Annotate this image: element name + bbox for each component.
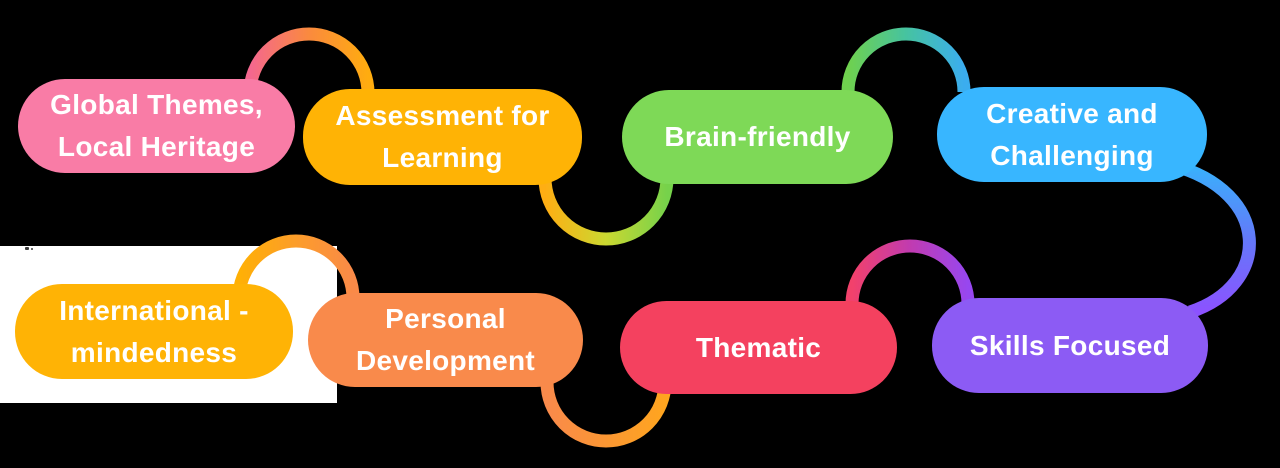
connector-arc-2-3 bbox=[538, 177, 674, 246]
pill-personal-development: Personal Development bbox=[308, 293, 583, 387]
pill-international-mindedness: International - mindedness bbox=[15, 284, 293, 379]
artifact-dot bbox=[25, 247, 29, 250]
pill-thematic: Thematic bbox=[620, 301, 897, 394]
pill-text-line: Thematic bbox=[695, 331, 822, 363]
pill-text-line: mindedness bbox=[70, 336, 238, 368]
pill-assessment-for-learning: Assessment for Learning bbox=[303, 89, 582, 185]
pill-global-themes-local-heritage: Global Themes, Local Heritage bbox=[18, 79, 295, 173]
artifact-dot bbox=[31, 248, 33, 250]
connector-curve-4-8 bbox=[1170, 158, 1256, 319]
connector-arc-3-4 bbox=[841, 27, 971, 93]
pill-text-line: Personal bbox=[385, 303, 506, 334]
pill-text-line: Brain-friendly bbox=[664, 121, 851, 152]
connector-arc-6-7 bbox=[540, 381, 672, 448]
pill-text-line: Local Heritage bbox=[57, 131, 256, 162]
connector-arc-1-2 bbox=[243, 27, 375, 94]
pill-text-line: Learning bbox=[382, 142, 503, 173]
pill-skills-focused: Skills Focused bbox=[932, 298, 1208, 393]
pill-text-line: Challenging bbox=[990, 139, 1154, 171]
pill-text-line: Development bbox=[355, 345, 536, 376]
pill-text-line: Creative and bbox=[986, 97, 1158, 129]
connector-arc-5-6 bbox=[232, 234, 360, 299]
pill-creative-and-challenging: Creative and Challenging bbox=[937, 87, 1207, 182]
pill-text-line: International - bbox=[59, 294, 249, 326]
pill-text-line: Global Themes, bbox=[50, 89, 263, 120]
pill-brain-friendly: Brain-friendly bbox=[622, 90, 893, 184]
connector-arc-7-8 bbox=[845, 239, 975, 305]
pill-text-line: Skills Focused bbox=[969, 329, 1171, 361]
pill-text-line: Assessment for bbox=[335, 100, 550, 131]
